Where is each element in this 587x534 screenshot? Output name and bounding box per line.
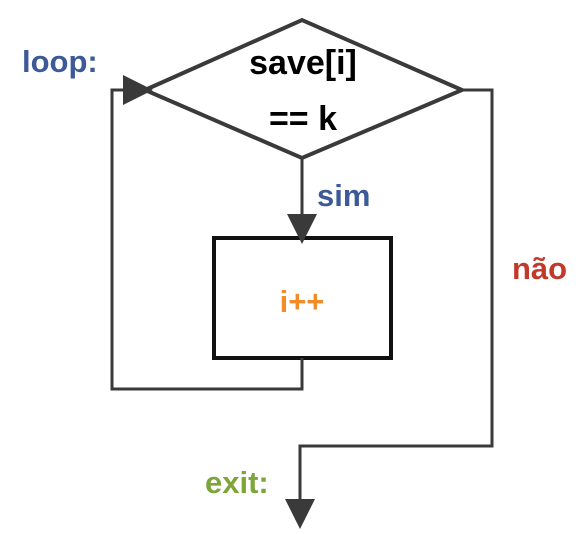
- increment-label: i++: [280, 284, 325, 319]
- condition-line-1: save[i]: [249, 44, 357, 82]
- exit-path: [285, 88, 494, 529]
- yes-label: sim: [317, 178, 370, 213]
- no-label: não: [512, 251, 567, 286]
- loop-label: loop:: [22, 44, 98, 79]
- exit-label: exit:: [205, 465, 269, 500]
- condition-line-2: == k: [269, 100, 337, 138]
- loop-back-path: [110, 75, 304, 391]
